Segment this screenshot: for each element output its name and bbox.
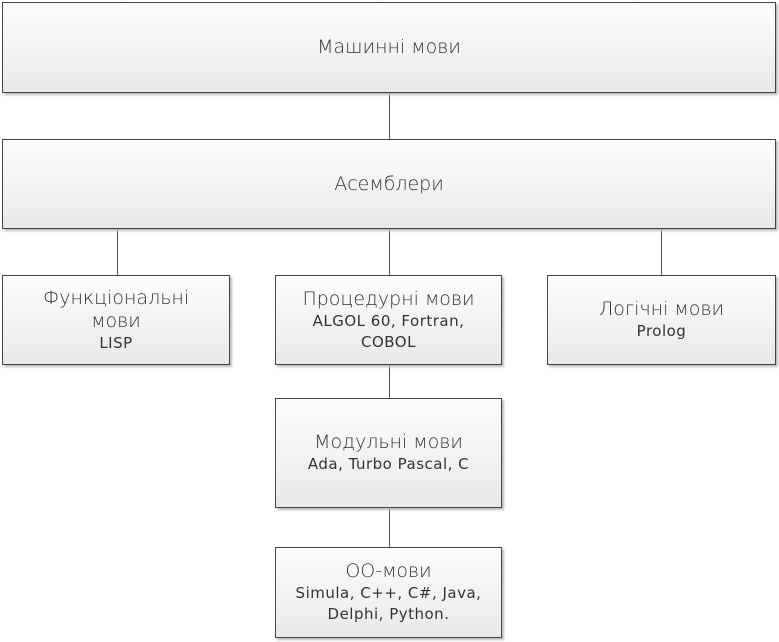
node-assemblers: Асемблери <box>2 139 776 229</box>
connector <box>661 229 662 275</box>
node-oo: ОО-мови Simula, C++, C#, Java, Delphi, P… <box>275 547 502 638</box>
connector <box>389 229 390 275</box>
connector <box>389 93 390 139</box>
node-examples: Ada, Turbo Pascal, C <box>307 455 470 473</box>
connector <box>389 365 390 398</box>
node-machine-languages: Машинні мови <box>2 2 776 93</box>
connector <box>389 508 390 547</box>
node-title: Асемблери <box>334 172 444 195</box>
node-modular: Модульні мови Ada, Turbo Pascal, C <box>275 398 502 508</box>
node-examples: Prolog <box>636 322 687 340</box>
node-logical: Логічні мови Prolog <box>547 275 776 365</box>
connector <box>117 229 118 275</box>
node-title: Процедурні мови <box>302 287 475 310</box>
node-examples: LISP <box>99 333 133 352</box>
node-examples: COBOL <box>361 332 416 351</box>
node-title: Функціональні мови <box>42 286 190 332</box>
node-examples: Simula, C++, C#, Java, <box>295 584 482 602</box>
node-examples: ALGOL 60, Fortran, <box>312 311 465 330</box>
node-title: Машинні мови <box>317 36 461 58</box>
node-functional: Функціональні мови LISP <box>2 275 230 365</box>
node-title: Логічні мови <box>598 298 725 320</box>
node-examples: Delphi, Python. <box>327 605 450 623</box>
node-title: ОО-мови <box>345 560 432 582</box>
node-procedural: Процедурні мови ALGOL 60, Fortran, COBOL <box>275 275 502 365</box>
node-title: Модульні мови <box>314 431 463 453</box>
